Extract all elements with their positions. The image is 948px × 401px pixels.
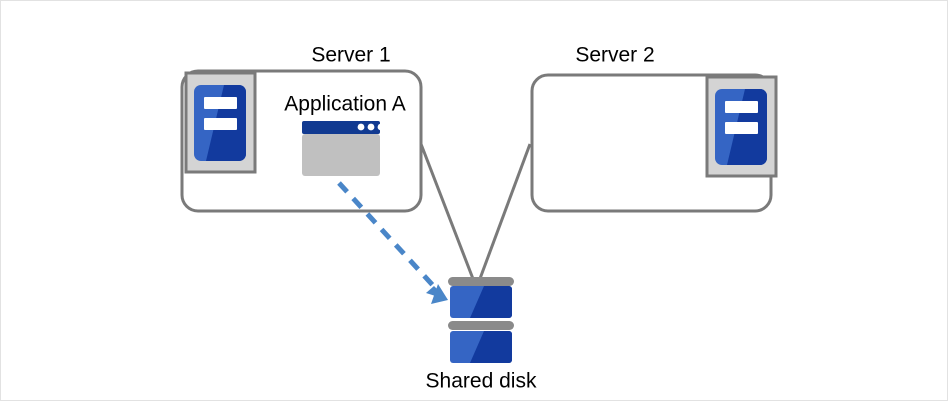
app-window-body xyxy=(302,134,380,176)
app-window-dot xyxy=(357,123,365,131)
application-a-node[interactable]: Application A xyxy=(284,93,406,176)
connector-server2-to-disk xyxy=(476,143,532,285)
shared-disk-node[interactable]: Shared disk xyxy=(426,277,537,393)
server-icon-bar-top xyxy=(204,97,237,109)
app-to-disk-arrow xyxy=(337,181,448,304)
connector-server1-to-disk xyxy=(419,143,477,285)
shared-disk-label: Shared disk xyxy=(426,370,537,393)
app-window-icon xyxy=(302,121,385,176)
server-icon xyxy=(705,75,778,178)
app-to-disk-dashed-line xyxy=(337,181,441,294)
app-window-dot xyxy=(377,123,385,131)
server-1-node[interactable]: Server 1 Application A xyxy=(180,44,423,213)
disk-block-lower-shade xyxy=(470,331,512,363)
disk-bar-top xyxy=(448,277,514,286)
disk-bar-middle xyxy=(448,321,514,330)
server-2-node[interactable]: Server 2 xyxy=(530,44,778,213)
app-window-dot xyxy=(367,123,375,131)
connector-lines xyxy=(419,143,532,285)
application-a-label: Application A xyxy=(284,93,405,116)
server-2-label: Server 2 xyxy=(575,44,654,67)
server-icon-bar-bottom xyxy=(725,122,758,134)
disk-stack-icon xyxy=(448,277,514,363)
server-icon xyxy=(184,71,257,174)
server-icon-bar-top xyxy=(725,101,758,113)
arrowhead-icon-wing xyxy=(431,284,448,304)
disk-block-upper-shade xyxy=(470,286,512,318)
server-icon-bar-bottom xyxy=(204,118,237,130)
server-1-label: Server 1 xyxy=(311,44,390,67)
